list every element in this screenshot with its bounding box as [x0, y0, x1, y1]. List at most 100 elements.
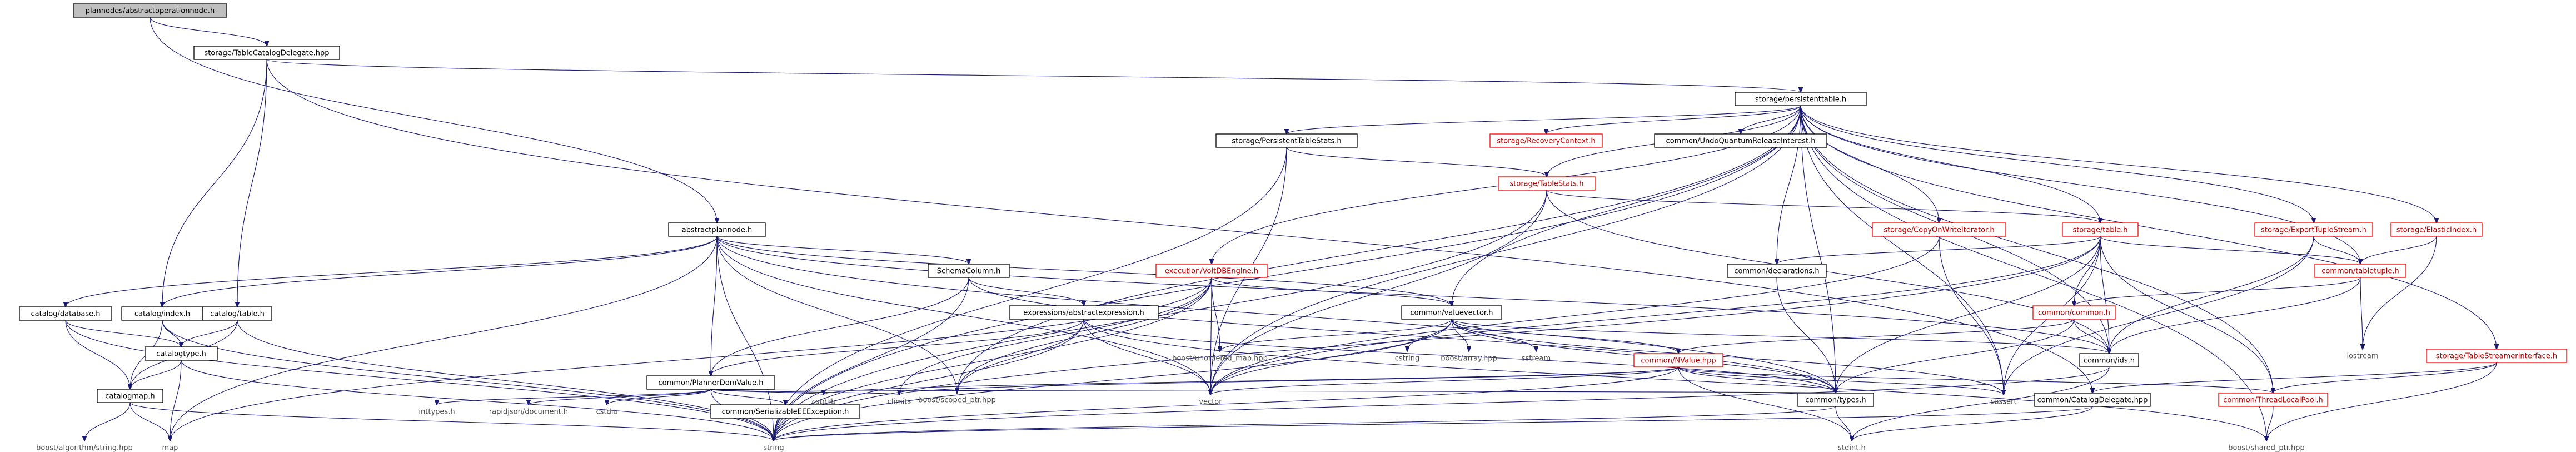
edge-ptable-to-exportts	[1800, 105, 2314, 223]
node-label-vector: vector	[1199, 398, 1222, 406]
edge-tsi-to-shared	[2266, 362, 2497, 441]
edge-ptable-to-shared	[1800, 105, 2266, 441]
node-voltdb[interactable]: execution/VoltDBEngine.h	[1155, 264, 1268, 278]
edge-pdv-to-rapid	[529, 389, 711, 405]
edge-ccd-to-stdint	[1852, 406, 2093, 441]
node-box-tcd	[193, 46, 340, 60]
node-box-catmap	[97, 389, 163, 403]
node-tcd[interactable]: storage/TableCatalogDelegate.hpp	[193, 46, 340, 60]
edge-copyonwrite-to-vector	[1210, 236, 1940, 395]
edge-apn-to-scoped	[716, 236, 957, 393]
node-pts[interactable]: storage/PersistentTableStats.h	[1215, 133, 1358, 148]
node-box-tlp	[2218, 393, 2328, 407]
node-label-ccommon: common/common.h	[2038, 309, 2110, 317]
node-ccommon[interactable]: common/common.h	[2032, 305, 2116, 320]
edge-ptable-to-tsi	[1800, 105, 2497, 349]
node-box-stable	[2062, 222, 2139, 237]
edge-voltdb-to-map	[170, 277, 1212, 441]
edge-tlp-to-shared	[2266, 406, 2274, 441]
node-exportts[interactable]: storage/ExportTupleStream.h	[2254, 222, 2373, 237]
node-box-undo	[1654, 133, 1827, 148]
node-label-catindex: catalog/index.h	[134, 310, 190, 319]
node-box-tstats	[1498, 176, 1596, 191]
edge-tstats-to-cids	[1546, 190, 2109, 354]
node-valvec[interactable]: common/valuevector.h	[1401, 305, 1502, 320]
edge-valvec-to-cids	[1451, 319, 2109, 354]
edge-tsi-to-ccd	[2092, 362, 2497, 393]
node-cassert: cassert	[1990, 398, 2016, 406]
node-tstats[interactable]: storage/TableStats.h	[1498, 176, 1596, 191]
node-ctypes[interactable]: common/types.h	[1797, 393, 1874, 407]
edge-root-to-tcd	[150, 17, 267, 46]
node-box-decl	[1727, 264, 1827, 278]
node-label-undo: common/UndoQuantumReleaseInterest.h	[1666, 137, 1816, 146]
edge-ccd-to-string	[774, 406, 2093, 441]
node-box-cids	[2079, 353, 2139, 367]
node-box-cattable	[202, 306, 272, 321]
edge-ptable-to-string	[774, 105, 1801, 441]
node-elastic[interactable]: storage/ElasticIndex.h	[2390, 222, 2483, 237]
edge-catindex-to-cattype	[162, 320, 181, 347]
node-box-cattype	[145, 346, 218, 361]
node-ptable[interactable]: storage/persistenttable.h	[1735, 92, 1867, 106]
node-stable[interactable]: storage/table.h	[2062, 222, 2139, 237]
node-cattable[interactable]: catalog/table.h	[202, 306, 272, 321]
node-copyonwrite[interactable]: storage/CopyOnWriteIterator.h	[1872, 222, 2006, 237]
node-absexpr[interactable]: expressions/abstractexpression.h	[1009, 305, 1159, 320]
edge-schema-to-absexpr	[968, 277, 1084, 306]
node-cids[interactable]: common/ids.h	[2079, 353, 2139, 367]
node-root[interactable]: plannodes/abstractoperationnode.h	[73, 3, 227, 18]
edge-stable-to-ccommon	[2074, 236, 2101, 306]
node-ccd[interactable]: common/CatalogDelegate.hpp	[2034, 393, 2151, 407]
edge-exportts-to-cids	[2109, 236, 2314, 354]
edge-ptable-to-scoped	[957, 105, 1801, 393]
node-nvalue[interactable]: common/NValue.hpp	[1633, 353, 1723, 367]
node-box-elastic	[2390, 222, 2483, 237]
node-catdb[interactable]: catalog/database.h	[19, 306, 112, 321]
node-tlp[interactable]: common/ThreadLocalPool.h	[2218, 393, 2328, 407]
node-label-ccd: common/CatalogDelegate.hpp	[2037, 396, 2148, 405]
node-decl[interactable]: common/declarations.h	[1727, 264, 1827, 278]
edge-apn-to-schema	[716, 236, 969, 264]
node-pdv[interactable]: common/PlannerDomValue.h	[646, 375, 775, 390]
node-recctx[interactable]: storage/RecoveryContext.h	[1489, 133, 1603, 148]
node-schema[interactable]: SchemaColumn.h	[928, 264, 1010, 278]
edge-catdb-to-catmap	[65, 320, 130, 389]
node-tabletuple[interactable]: common/tabletuple.h	[2314, 264, 2406, 278]
node-vector: vector	[1199, 398, 1222, 406]
edge-stable-to-string	[774, 236, 2101, 441]
node-catindex[interactable]: catalog/index.h	[121, 306, 203, 321]
edge-tcd-to-catindex	[162, 59, 267, 307]
edge-tabletuple-to-cids	[2109, 277, 2361, 354]
node-cattype[interactable]: catalogtype.h	[145, 346, 218, 361]
edge-exportts-to-cassert	[2004, 236, 2314, 395]
node-label-tstats: storage/TableStats.h	[1510, 180, 1584, 188]
node-string: string	[763, 444, 784, 452]
node-tsi[interactable]: storage/TableStreamerInterface.h	[2426, 349, 2567, 363]
node-label-string: string	[763, 444, 784, 452]
edge-voltdb-to-unmap	[1211, 277, 1220, 351]
edge-nvalue-to-vector	[1210, 366, 1679, 395]
edge-cids-to-stdint	[1852, 366, 2110, 441]
edge-ptable-to-tabletuple	[1800, 105, 2360, 264]
node-ser[interactable]: common/SerializableEEException.h	[710, 404, 860, 419]
node-box-nvalue	[1633, 353, 1723, 367]
edge-tcd-to-ptable	[266, 59, 1801, 92]
node-undo[interactable]: common/UndoQuantumReleaseInterest.h	[1654, 133, 1827, 148]
edge-absexpr-to-string	[774, 319, 1084, 441]
edge-valvec-to-cassert	[1451, 319, 2004, 395]
node-box-catdb	[19, 306, 112, 321]
edge-catmap-to-algo	[84, 402, 131, 441]
node-catmap[interactable]: catalogmap.h	[97, 389, 163, 403]
node-label-pdv: common/PlannerDomValue.h	[659, 379, 764, 388]
node-label-unmap: boost/unordered_map.hpp	[1172, 355, 1268, 363]
edge-tstats-to-stable	[1546, 190, 2100, 223]
edge-valvec-to-arrayhpp	[1451, 319, 1469, 351]
edge-ctypes-to-stdint	[1835, 406, 1852, 441]
edge-apn-to-vector	[716, 236, 1210, 395]
edge-pdv-to-inttypes	[437, 389, 711, 405]
node-scoped: boost/scoped_ptr.hpp	[918, 396, 996, 405]
node-apn[interactable]: abstractplannode.h	[668, 222, 766, 237]
node-box-pts	[1215, 133, 1358, 148]
node-label-cattype: catalogtype.h	[156, 350, 206, 359]
